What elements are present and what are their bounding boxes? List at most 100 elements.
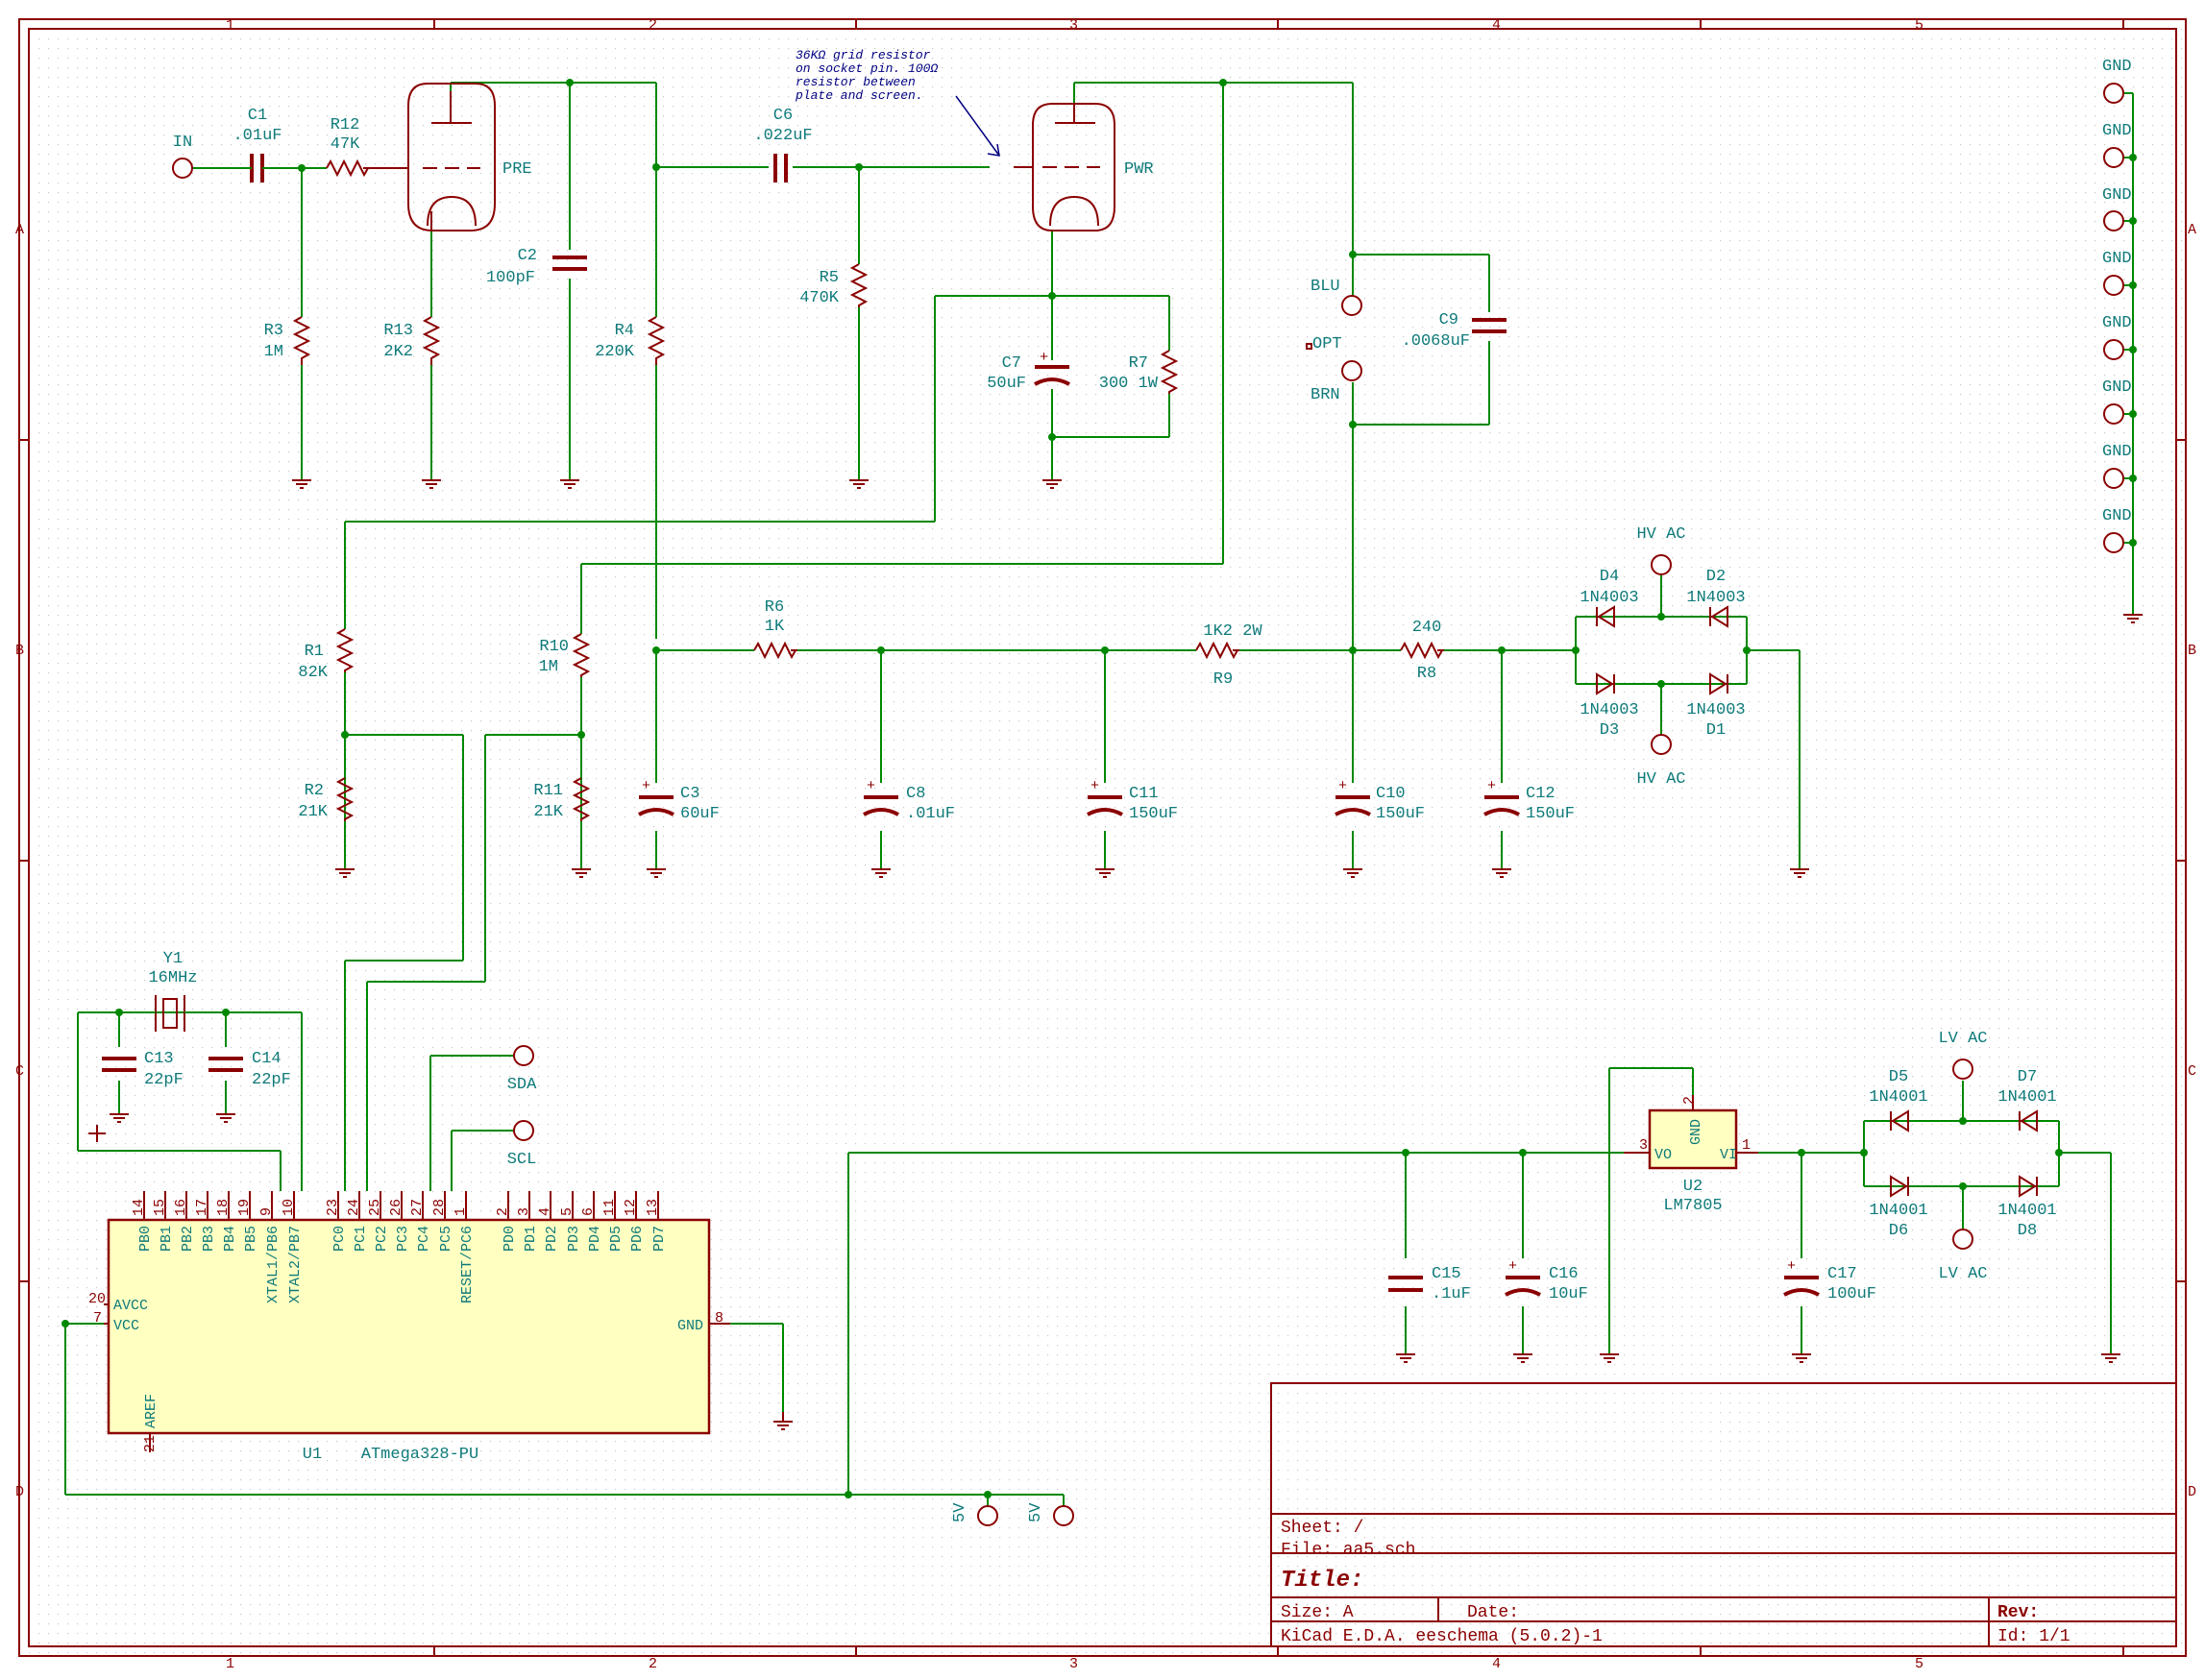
c16-ref: C16 [1549, 1265, 1579, 1283]
u1-pin-name: RESET/PC6 [459, 1226, 476, 1303]
r8-ref: R8 [1417, 665, 1436, 683]
r5-ref: R5 [820, 269, 839, 287]
wires [64, 82, 2134, 1506]
r8-symbol [1400, 641, 1444, 660]
u1-pin-number: 14 [131, 1199, 147, 1216]
c9-ref: C9 [1439, 311, 1458, 329]
svg-text:+: + [1487, 778, 1496, 794]
r12-value: 47K [331, 135, 360, 154]
tb-sheet: Sheet: / [1281, 1519, 1363, 1538]
r3-ref: R3 [264, 322, 283, 340]
c1-value: .01uF [233, 127, 282, 145]
d2-value: 1N4003 [1686, 589, 1745, 607]
c1-ref: C1 [248, 107, 267, 125]
r8-value: 240 [1412, 619, 1442, 637]
u1-pin-name: XTAL2/PB7 [287, 1226, 304, 1303]
tube-pre [404, 83, 496, 231]
u1-pin-number: 4 [537, 1207, 553, 1216]
c10-value: 150uF [1376, 805, 1425, 823]
u1-pin-number: 2 [495, 1207, 511, 1216]
r2-value: 21K [298, 803, 328, 821]
c15-value: .1uF [1432, 1285, 1471, 1303]
frame-col-3-bottom: 3 [1069, 1656, 1078, 1672]
d6-value: 1N4001 [1869, 1202, 1927, 1220]
c15-symbol [1388, 1276, 1423, 1292]
svg-text:+: + [867, 778, 875, 794]
r1-value: 82K [298, 664, 328, 682]
u2-ref: U2 [1683, 1178, 1703, 1196]
note-arrow [955, 95, 1000, 157]
frame-row-d-left: D [15, 1484, 24, 1500]
u1-pin-name: XTAL1/PB6 [265, 1226, 282, 1303]
svg-text:+: + [642, 778, 650, 794]
port-opt-label: OPT [1312, 335, 1342, 353]
u2-pin-vi-num: 1 [1742, 1137, 1751, 1154]
y1-value: 16MHz [148, 969, 197, 987]
r9-value: 1K2 2W [1203, 622, 1262, 641]
annotations: 36KΩ grid resistor on socket pin. 100Ω r… [795, 48, 938, 103]
resistors [292, 158, 1444, 821]
u1-pin-name: PC2 [374, 1226, 390, 1252]
u1-pin-number: 28 [431, 1199, 448, 1216]
frame-col-2-bottom: 2 [649, 1656, 657, 1672]
u1-pin-name: PD4 [587, 1226, 603, 1252]
tube-pre-label: PRE [502, 160, 532, 179]
tb-title: Title: [1281, 1568, 1363, 1594]
frame-col-3-top: 3 [1069, 17, 1078, 34]
port-blu-label: BLU [1311, 278, 1340, 296]
c9-symbol [1472, 318, 1507, 333]
note-line-4: plate and screen. [795, 88, 923, 103]
port-sda-label: SDA [507, 1076, 537, 1094]
frame-row-b-right: B [2188, 643, 2196, 659]
d4-symbol [1596, 605, 1615, 628]
c14-value: 22pF [252, 1071, 291, 1089]
u1-pin-number: 1 [453, 1207, 469, 1216]
r13-ref: R13 [383, 322, 413, 340]
frame-row-a-left: A [15, 222, 24, 238]
u1-pin-vcc-num: 7 [93, 1310, 102, 1327]
d1-ref: D1 [1706, 721, 1726, 740]
r5-symbol [849, 263, 869, 307]
u1-pin-number: 6 [580, 1207, 597, 1216]
u1-pin-name: PB2 [180, 1226, 196, 1252]
frame-col-5-top: 5 [1915, 17, 1923, 34]
port-scl-label: SCL [507, 1151, 537, 1169]
frame-col-5-bottom: 5 [1915, 1656, 1923, 1672]
u1-pin-name: PD0 [502, 1226, 518, 1252]
c3-ref: C3 [680, 785, 699, 803]
u1-pin-aref-num: 21 [142, 1435, 159, 1452]
c15-ref: C15 [1432, 1265, 1461, 1283]
frame-row-a-right: A [2188, 222, 2196, 238]
y1-ref: Y1 [163, 950, 183, 968]
u1-pin-number: 3 [516, 1207, 532, 1216]
gnd-label-2: GND [2102, 122, 2132, 140]
svg-text:+: + [1090, 778, 1099, 794]
u1-pin-name: PD6 [629, 1226, 646, 1252]
c12-symbol: + [1483, 778, 1520, 816]
port-hvac-label-top: HV AC [1636, 525, 1685, 544]
c12-value: 150uF [1526, 805, 1575, 823]
u1-pin-name: PD5 [608, 1226, 625, 1252]
u1-pin-number: 12 [623, 1199, 639, 1216]
u1-pin-number: 24 [346, 1199, 362, 1216]
r7-ref: R7 [1129, 354, 1148, 373]
u1-pin-name: PB4 [222, 1226, 238, 1252]
c2-ref: C2 [518, 247, 537, 265]
d7-symbol [2019, 1109, 2038, 1132]
u1-pin-number: 27 [409, 1199, 426, 1216]
d8-value: 1N4001 [1997, 1202, 2056, 1220]
junctions [61, 79, 2137, 1498]
r13-value: 2K2 [383, 343, 413, 361]
u2-pin-vo-name: VO [1654, 1147, 1672, 1163]
c13-ref: C13 [144, 1050, 174, 1068]
d4-value: 1N4003 [1580, 589, 1638, 607]
c13-symbol [102, 1057, 136, 1072]
gnd-label-8: GND [2102, 507, 2132, 525]
gnd-label-5: GND [2102, 314, 2132, 332]
u1-value: ATmega328-PU [361, 1446, 478, 1464]
u1-pin-name: PC0 [331, 1226, 348, 1252]
r2-symbol [335, 777, 355, 821]
r4-ref: R4 [615, 322, 634, 340]
u2-body [1648, 1108, 1738, 1170]
